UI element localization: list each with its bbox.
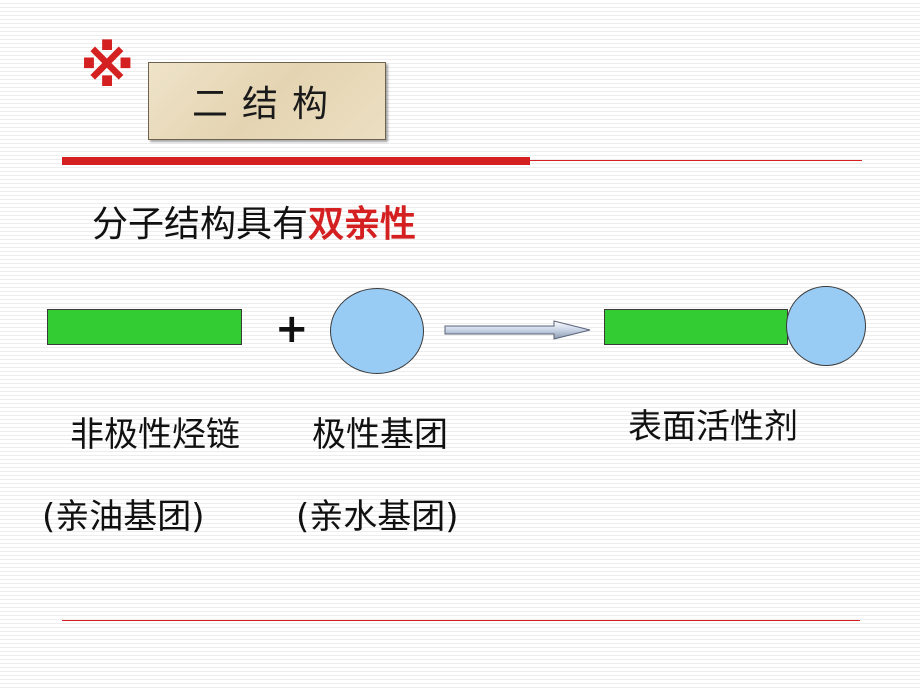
section-heading-box: 二结构 xyxy=(148,62,386,140)
plus-sign: + xyxy=(275,306,309,352)
heading-rule-thin xyxy=(530,160,862,161)
reference-mark-icon: ※ xyxy=(80,35,135,100)
label-nonpolar-chain: 非极性烃链 xyxy=(70,415,240,455)
intro-text: 分子结构具有 xyxy=(92,204,309,245)
intro-highlight: 双亲性 xyxy=(308,204,417,245)
footer-rule xyxy=(62,620,860,621)
heading-rule-thick xyxy=(62,157,530,165)
surfactant-chain-bar xyxy=(604,309,788,345)
polar-group-circle xyxy=(330,288,424,374)
label-polar-group: 极性基团 xyxy=(312,415,448,455)
label-hydrophilic-note: (亲水基团) xyxy=(296,497,459,537)
intro-line: 分子结构具有双亲性 xyxy=(92,200,416,250)
surfactant-head-circle xyxy=(786,286,866,366)
section-heading: 二结构 xyxy=(191,84,342,125)
label-surfactant: 表面活性剂 xyxy=(628,407,798,447)
nonpolar-chain-bar xyxy=(47,309,242,345)
arrow-right-icon xyxy=(444,320,591,340)
label-lipophilic-note: (亲油基团) xyxy=(42,497,205,537)
